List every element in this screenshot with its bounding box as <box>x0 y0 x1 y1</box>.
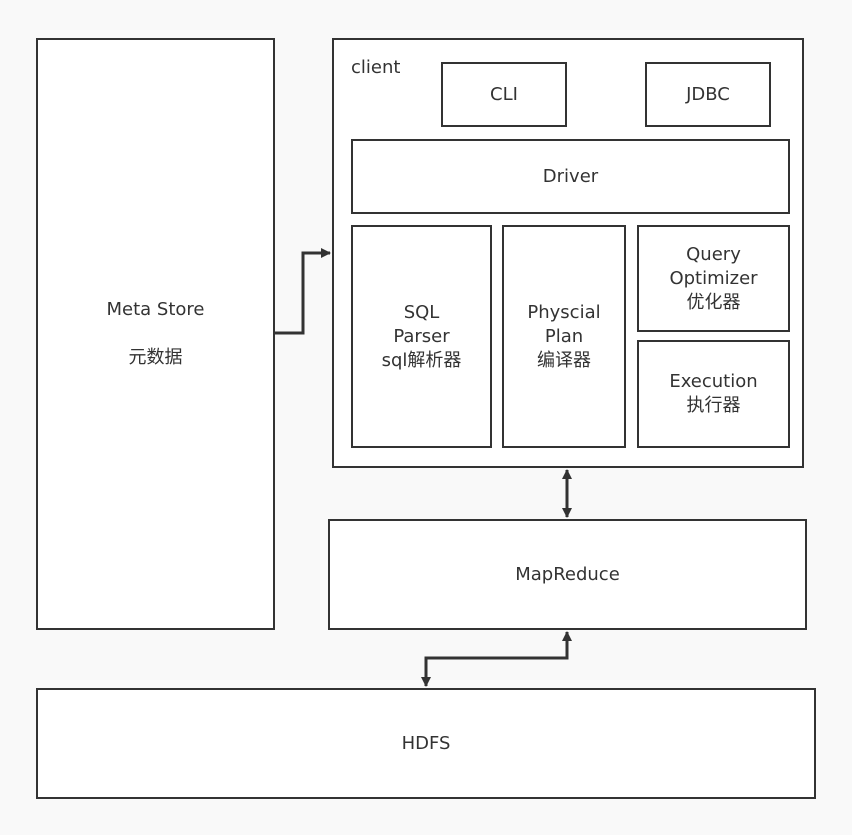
query-optimizer-node: Query Optimizer 优化器 <box>637 225 790 332</box>
cli-label: CLI <box>490 83 518 105</box>
meta-store-subtitle: 元数据 <box>128 347 183 368</box>
execution-line2: 执行器 <box>686 395 741 416</box>
driver-node: Driver <box>351 139 790 214</box>
physical-plan-line2: Plan <box>544 325 584 347</box>
query-optimizer-line2: Optimizer <box>669 267 758 289</box>
sql-parser-line1: SQL <box>403 301 440 323</box>
physical-plan-line1: Physcial <box>527 301 601 323</box>
sql-parser-line3: sql解析器 <box>381 349 462 371</box>
physical-plan-node: Physcial Plan 编译器 <box>502 225 626 448</box>
metastore-to-client-arrow <box>275 248 331 335</box>
query-optimizer-line3: 优化器 <box>686 291 741 313</box>
execution-node: Execution 执行器 <box>637 340 790 448</box>
physical-plan-line3: 编译器 <box>536 349 591 371</box>
hdfs-node: HDFS <box>36 688 816 799</box>
hdfs-label: HDFS <box>401 732 451 754</box>
execution-line1: Execution <box>669 371 758 392</box>
meta-store-node: Meta Store 元数据 <box>36 38 275 630</box>
mapreduce-node: MapReduce <box>328 519 807 630</box>
mapreduce-label: MapReduce <box>515 563 620 585</box>
jdbc-label: JDBC <box>686 83 730 105</box>
mapreduce-hdfs-arrow <box>421 631 572 687</box>
cli-node: CLI <box>441 62 567 127</box>
meta-store-title: Meta Store <box>106 299 205 320</box>
jdbc-node: JDBC <box>645 62 771 127</box>
driver-label: Driver <box>542 165 599 187</box>
sql-parser-line2: Parser <box>393 325 450 347</box>
query-optimizer-line1: Query <box>686 243 741 265</box>
sql-parser-node: SQL Parser sql解析器 <box>351 225 492 448</box>
client-label: client <box>351 57 401 78</box>
